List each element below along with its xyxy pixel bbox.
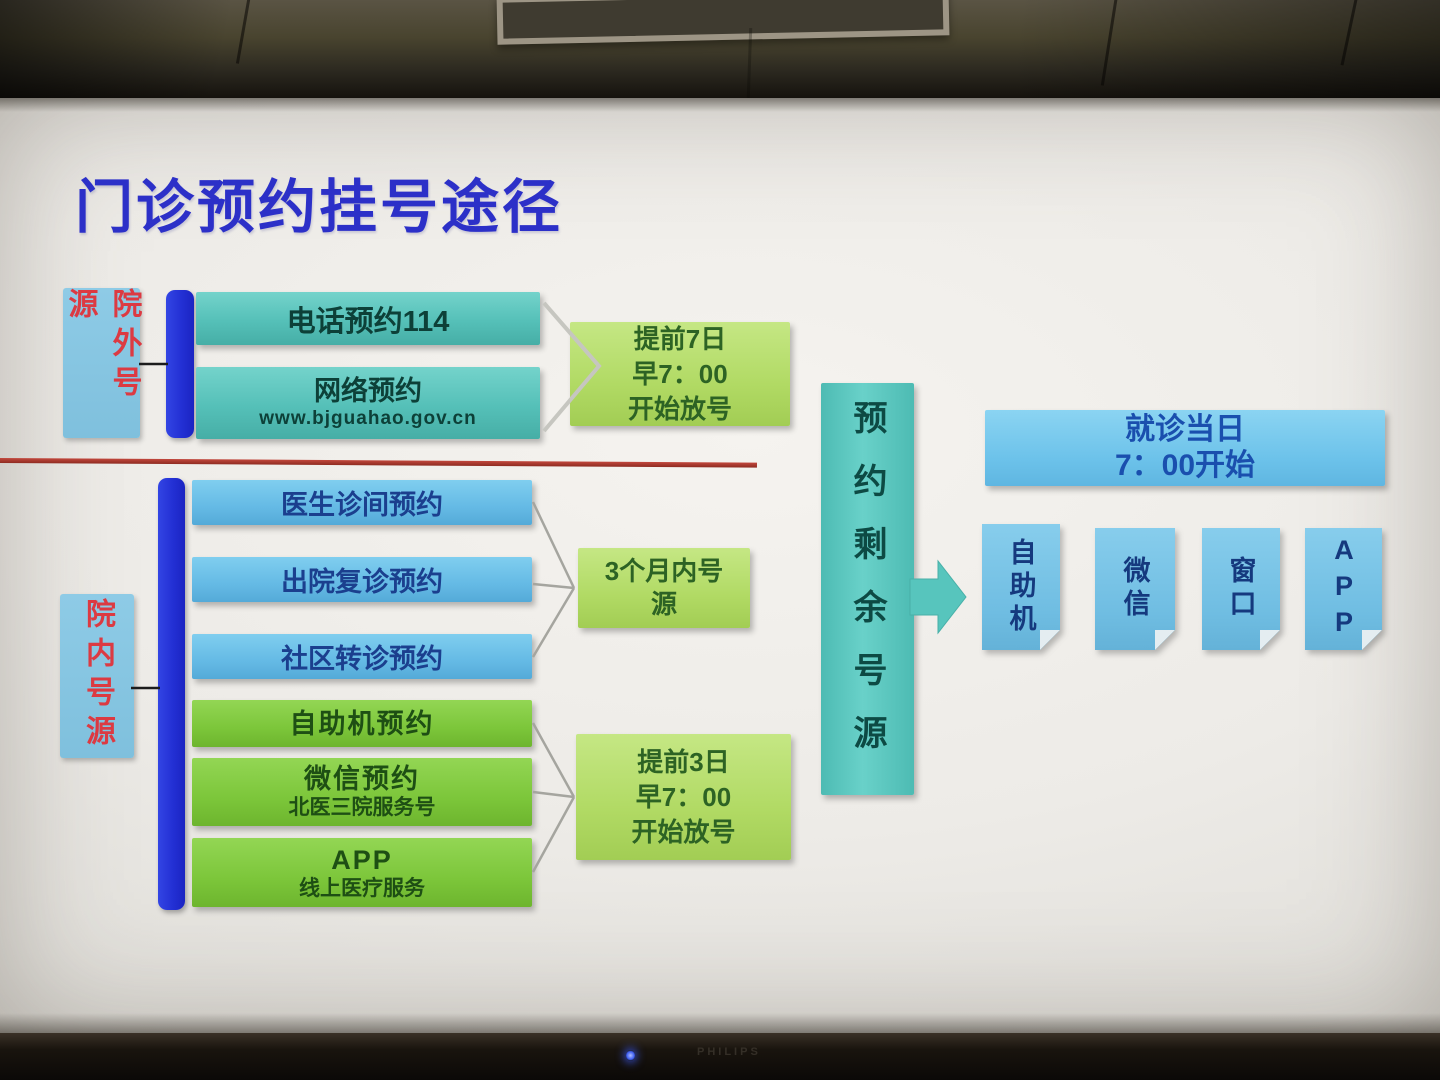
- note3m-line1: 3个月内号: [604, 556, 724, 586]
- channel-phone-box: 电话预约114: [196, 292, 540, 345]
- channel-community-referral-label: 社区转诊预约: [281, 644, 443, 674]
- ceiling: [0, 0, 1440, 99]
- connector-bar-inside: [158, 478, 185, 910]
- channel-wechat-box: 微信预约 北医三院服务号: [192, 758, 532, 826]
- sameday-channel-kiosk: 自助机: [982, 524, 1060, 650]
- channel-discharge-followup-box: 出院复诊预约: [192, 557, 532, 602]
- note3d-line3: 开始放号: [631, 816, 736, 847]
- channel-doctor-office-label: 医生诊间预约: [281, 490, 443, 520]
- note3d-line2: 早7：00: [635, 781, 732, 812]
- red-divider-line: [0, 458, 758, 468]
- document-shape: 微信: [1095, 528, 1175, 650]
- three-month-note-box: 3个月内号 源: [578, 548, 750, 628]
- channel-phone-label: 电话预约114: [286, 305, 450, 338]
- channel-community-referral-box: 社区转诊预约: [192, 634, 532, 679]
- power-led: [626, 1050, 635, 1061]
- channel-app-box: APP 线上医疗服务: [192, 838, 532, 907]
- note7-line3: 开始放号: [627, 393, 732, 424]
- note3d-line1: 提前3日: [637, 746, 730, 777]
- sameday-channel-app: APP: [1305, 528, 1382, 650]
- sameday-channel-window: 窗口: [1202, 528, 1280, 650]
- channel-web-url: www.bjguahao.gov.cn: [259, 408, 477, 429]
- same-day-note-box: 就诊当日 7：00开始: [985, 410, 1385, 486]
- note3m-line2: 源: [650, 589, 677, 619]
- tv-bezel: PHILIPS: [0, 1033, 1440, 1080]
- brand-logo: PHILIPS: [697, 1046, 761, 1058]
- document-shape: APP: [1305, 528, 1382, 650]
- channel-wechat-sub: 北医三院服务号: [288, 796, 436, 819]
- channel-doctor-office-box: 医生诊间预约: [192, 480, 532, 525]
- channel-kiosk-box: 自助机预约: [192, 700, 532, 747]
- slide-title: 门诊预约挂号途径: [75, 175, 564, 240]
- channel-web-box: 网络预约 www.bjguahao.gov.cn: [196, 367, 540, 439]
- sameday-line1: 就诊当日: [1125, 413, 1245, 446]
- sameday-line2: 7：00开始: [1114, 449, 1256, 482]
- release-note-3day-box: 提前3日 早7：00 开始放号: [576, 734, 791, 860]
- inside-source-label: 院内号源: [60, 594, 134, 758]
- document-shape: 自助机: [982, 524, 1060, 650]
- channel-wechat-label: 微信预约: [304, 764, 420, 794]
- ceiling-shade: [0, 0, 1440, 98]
- connector-bar-outside: [166, 290, 194, 438]
- channel-discharge-followup-label: 出院复诊预约: [281, 567, 443, 597]
- channel-app-label: APP: [331, 844, 393, 875]
- projection-screen: 门诊预约挂号途径 院外号源 电话预约114 网络预约 www.bjguahao.…: [0, 98, 1440, 1033]
- channel-web-label: 网络预约: [314, 376, 422, 406]
- release-note-7day-box: 提前7日 早7：00 开始放号: [570, 322, 790, 426]
- channel-app-sub: 线上医疗服务: [299, 876, 425, 900]
- outside-source-label: 院外号源: [63, 288, 141, 438]
- note7-line1: 提前7日: [633, 323, 727, 354]
- sameday-channel-wechat: 微信: [1095, 528, 1175, 650]
- remaining-source-box: 预约剩余号源: [821, 383, 914, 795]
- channel-kiosk-label: 自助机预约: [289, 708, 435, 739]
- note7-line2: 早7：00: [632, 358, 728, 389]
- document-shape: 窗口: [1202, 528, 1280, 650]
